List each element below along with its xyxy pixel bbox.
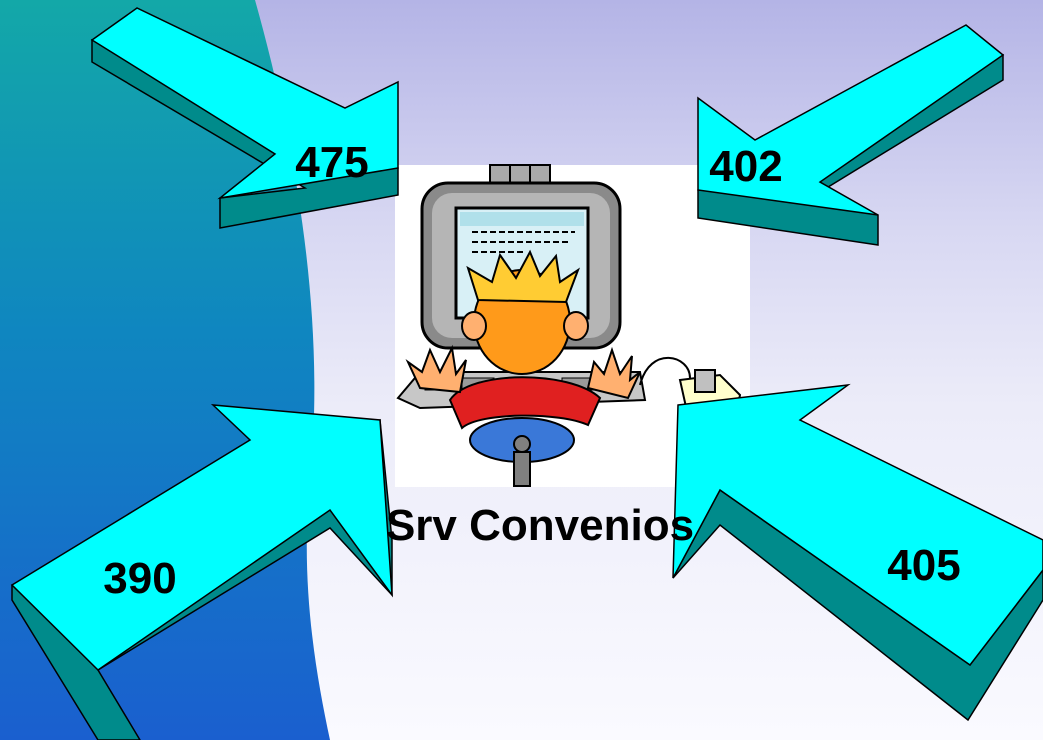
arrow-bottom-right: 405 xyxy=(673,385,1043,720)
arrow-value-390: 390 xyxy=(103,554,176,603)
arrow-value-405: 405 xyxy=(887,541,960,590)
arrow-top-right: 402 xyxy=(698,25,1003,245)
center-label: Srv Convenios xyxy=(386,501,694,550)
arrow-value-475: 475 xyxy=(295,138,368,187)
arrow-value-402: 402 xyxy=(709,142,782,191)
